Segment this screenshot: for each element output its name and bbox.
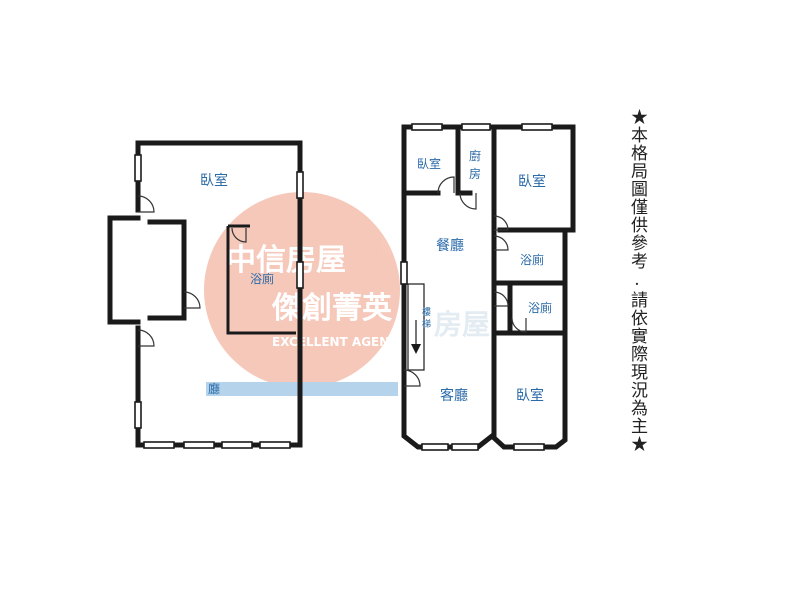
left-window-2 [296,171,304,199]
right-door-1 [437,176,455,194]
right-unit: 臥室 廚 房 臥室 餐廳 浴廁 浴廁 樓 梯 客廳 臥室 [400,123,576,451]
left-door-2 [183,291,201,309]
left-bedroom-label: 臥室 [200,172,228,189]
left-unit: 臥室 浴廁 廳 [107,140,304,449]
left-window-3 [296,261,304,289]
disclaimer-note: ★本格局圖僅供參考.請依實際現況為主★ [627,108,647,453]
right-bath-2-label: 浴廁 [528,300,552,315]
watermark-line1: 中信房屋 [226,243,346,278]
right-outer-wall [401,124,576,450]
left-bath-wall [226,226,296,335]
right-window-1 [411,123,443,131]
watermark-line3: EXCELLENT AGENT [272,335,398,349]
stairs-arrow-head [411,344,421,354]
watermark: 中信房屋 傑創菁英 房屋 EXCELLENT AGENT [204,192,490,396]
left-annex-wall [107,215,141,325]
right-kitchen-label-1: 廚 [469,148,481,163]
right-stairs-label-2: 梯 [422,318,431,330]
left-window-6 [183,441,215,449]
right-bedroom-top-label: 臥室 [518,173,546,190]
right-door-3 [493,215,509,231]
right-kitchen-label-2: 房 [469,166,481,181]
left-door-1 [137,195,155,213]
right-door-5 [493,291,509,307]
right-window-5 [513,443,545,451]
right-bath-2-wall [507,280,568,336]
right-door-7 [403,369,421,387]
right-dining-label: 餐廳 [436,237,464,254]
right-window-6 [421,443,449,451]
right-window-2 [461,123,491,131]
watermark-line2: 傑創菁英 [271,291,393,326]
left-bath-door [231,227,247,243]
left-window-1 [134,154,142,182]
right-door-6 [511,317,527,333]
right-window-3 [521,123,553,131]
right-stairs-label-1: 樓 [422,306,431,318]
right-door-2 [459,192,477,210]
right-kitchen-wall [455,124,473,196]
right-bath-1-label: 浴廁 [520,252,544,267]
left-door-3 [137,329,155,347]
left-window-7 [221,441,253,449]
right-bedroom-bottom-label: 臥室 [516,387,544,404]
left-window-8 [259,441,291,449]
right-bedroom-small-label: 臥室 [417,156,441,171]
right-window-4 [400,261,408,285]
left-window-5 [143,441,175,449]
left-hall-label: 廳 [208,381,220,396]
right-window-7 [451,443,479,451]
right-door-4 [493,235,509,251]
left-annex-inner-wall [147,219,187,321]
watermark-line2-suffix: 房屋 [434,308,490,341]
right-living-label: 客廳 [440,387,468,404]
left-window-4 [134,401,142,429]
left-bath-label: 浴廁 [250,271,274,286]
